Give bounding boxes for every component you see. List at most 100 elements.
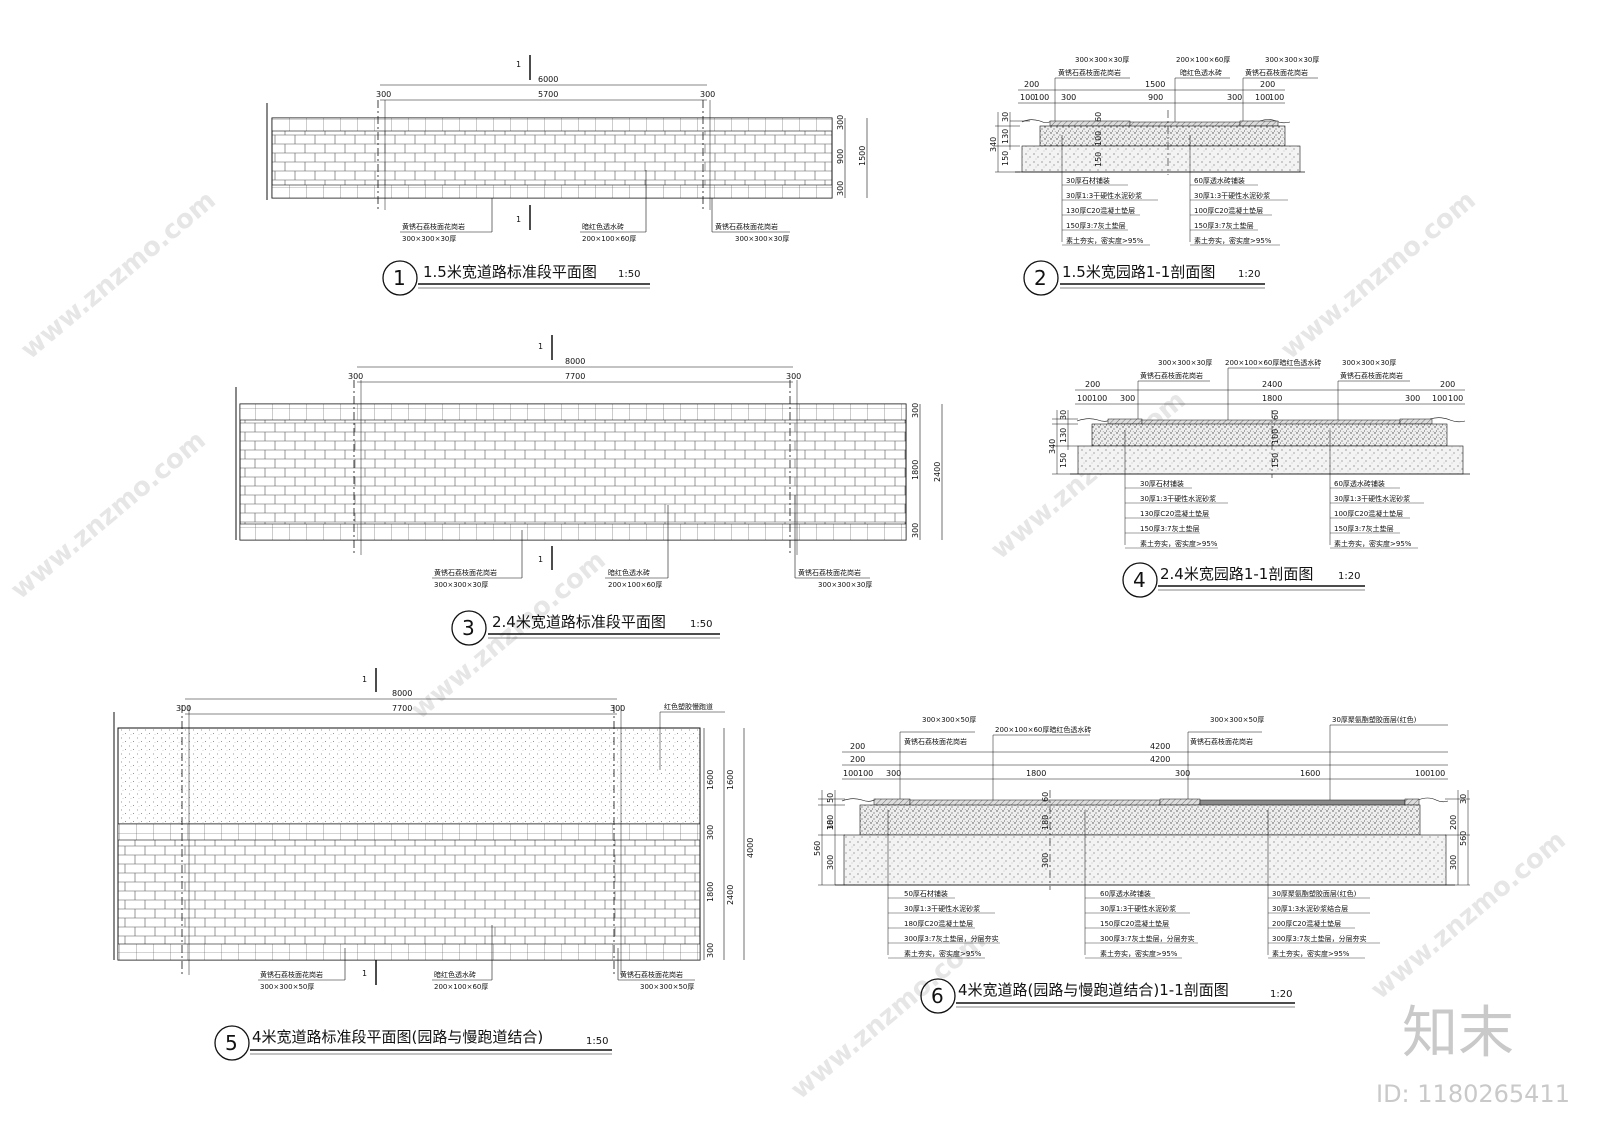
watermark-text: www.znzmo.com bbox=[985, 385, 1191, 565]
notes-right: 60厚透水砖铺装 30厚1:3干硬性水泥砂浆 100厚C20混凝土垫层 150厚… bbox=[1190, 176, 1288, 246]
dim-label: 1800 bbox=[706, 882, 715, 902]
top-label: 300×300×30厚 bbox=[1265, 56, 1319, 64]
watermark-text: www.znzmo.com bbox=[5, 425, 211, 605]
dim-label: 1500 bbox=[858, 146, 867, 166]
dim-label: 300 bbox=[911, 403, 920, 418]
dim-label: 8000 bbox=[565, 357, 585, 366]
top-label: 300×300×50厚 bbox=[1210, 716, 1264, 724]
layer-note: 素土夯实，密实度>95% bbox=[1272, 949, 1350, 958]
dim-label: 300 bbox=[786, 372, 801, 381]
drawing-number: 2 bbox=[1034, 266, 1047, 290]
dim-label: 300 bbox=[826, 855, 835, 870]
watermark-text: www.znzmo.com bbox=[1275, 185, 1481, 365]
layer-note: 30厚石材铺装 bbox=[1066, 176, 1110, 185]
dim-label: 300 bbox=[1120, 394, 1135, 403]
material-label: 黄锈石荔枝面花岗岩 bbox=[715, 222, 778, 231]
dim-label: 100 bbox=[1430, 769, 1445, 778]
dim-label: 100 bbox=[1255, 93, 1270, 102]
dim-label: 30 bbox=[1059, 410, 1068, 420]
layer-note: 300厚3:7灰土垫层，分层夯实 bbox=[904, 934, 999, 943]
section-mark-label: 1 bbox=[538, 342, 543, 351]
layer-note: 30厚1:3干硬性水泥砂浆 bbox=[1194, 191, 1270, 200]
dim-label: 300 bbox=[348, 372, 363, 381]
drawing-title: 1.5米宽园路1-1剖面图 bbox=[1062, 263, 1215, 281]
dim-label: 2400 bbox=[933, 462, 942, 482]
dim-label: 30 bbox=[1459, 794, 1468, 804]
layer-note: 30厚1:3干硬性水泥砂浆 bbox=[1334, 494, 1410, 503]
dim-label: 150 bbox=[1059, 453, 1068, 468]
layer-note: 200厚C20混凝土垫层 bbox=[1272, 919, 1341, 928]
dim-label: 300 bbox=[706, 825, 715, 840]
top-label: 黄锈石荔枝面花岗岩 bbox=[1190, 737, 1253, 746]
material-label: 300×300×30厚 bbox=[402, 235, 456, 243]
layer-note: 130厚C20混凝土垫层 bbox=[1066, 206, 1135, 215]
dim-label: 200 bbox=[1440, 380, 1455, 389]
dim-label: 1500 bbox=[1145, 80, 1165, 89]
top-label: 300×300×30厚 bbox=[1342, 359, 1396, 367]
dim-label: 1600 bbox=[1300, 769, 1320, 778]
material-label: 300×300×30厚 bbox=[434, 581, 488, 589]
dim-label: 200 bbox=[850, 742, 865, 751]
dim-label: 100 bbox=[858, 769, 873, 778]
notes-stone: 50厚石材铺装 30厚1:3干硬性水泥砂浆 180厚C20混凝土垫层 300厚3… bbox=[888, 889, 1000, 959]
section-2-4m: 300×300×30厚 黄锈石荔枝面花岗岩 200×100×60厚暗红色透水砖 … bbox=[1048, 358, 1470, 598]
top-label: 黄锈石荔枝面花岗岩 bbox=[1140, 371, 1203, 380]
layer-note: 60厚透水砖铺装 bbox=[1194, 176, 1245, 185]
material-label: 黄锈石荔枝面花岗岩 bbox=[620, 970, 683, 979]
layer-note: 素土夯实，密实度>95% bbox=[1334, 539, 1412, 548]
layer-note: 素土夯实，密实度>95% bbox=[1140, 539, 1218, 548]
material-label: 暗红色透水砖 bbox=[608, 568, 650, 577]
dim-label: 1800 bbox=[1026, 769, 1046, 778]
dim-label: 200 bbox=[1260, 80, 1275, 89]
layer-note: 180厚C20混凝土垫层 bbox=[904, 919, 973, 928]
dim-label: 180 bbox=[1041, 815, 1050, 830]
layer-note: 30厚石材铺装 bbox=[1140, 479, 1184, 488]
dim-label: 2400 bbox=[1262, 380, 1282, 389]
dim-label: 100 bbox=[1034, 93, 1049, 102]
dim-label: 100 bbox=[1271, 429, 1280, 444]
dim-label: 2400 bbox=[726, 885, 735, 905]
drawing-title: 4米宽道路标准段平面图(园路与慢跑道结合) bbox=[252, 1028, 543, 1046]
notes-right: 60厚透水砖铺装 30厚1:3干硬性水泥砂浆 100厚C20混凝土垫层 150厚… bbox=[1330, 479, 1424, 549]
layer-note: 100厚C20混凝土垫层 bbox=[1194, 206, 1263, 215]
section-mark-label: 1 bbox=[516, 60, 521, 69]
dim-label: 900 bbox=[836, 149, 845, 164]
material-label: 300×300×50厚 bbox=[260, 983, 314, 991]
dim-label: 5700 bbox=[538, 90, 558, 99]
dim-label: 100 bbox=[1415, 769, 1430, 778]
dim-label: 100 bbox=[1269, 93, 1284, 102]
dim-label: 4000 bbox=[746, 838, 755, 858]
layer-note: 30厚1:3干硬性水泥砂浆 bbox=[1140, 494, 1216, 503]
dim-label: 900 bbox=[1148, 93, 1163, 102]
layer-note: 30厚1:3水泥砂浆结合层 bbox=[1272, 904, 1348, 913]
dim-label: 200 bbox=[1085, 380, 1100, 389]
dim-label: 130 bbox=[1001, 129, 1010, 144]
notes-left: 30厚石材铺装 30厚1:3干硬性水泥砂浆 130厚C20混凝土垫层 150厚3… bbox=[1062, 176, 1158, 246]
material-label: 黄锈石荔枝面花岗岩 bbox=[402, 222, 465, 231]
dim-label: 200 bbox=[1024, 80, 1039, 89]
top-label: 30厚聚氨酯塑胶面层(红色) bbox=[1332, 715, 1417, 724]
layer-note: 300厚3:7灰土垫层，分层夯实 bbox=[1272, 934, 1367, 943]
material-label: 300×300×50厚 bbox=[640, 983, 694, 991]
layer-note: 150厚3:7灰土垫层 bbox=[1194, 221, 1254, 230]
layer-note: 素土夯实，密实度>95% bbox=[1100, 949, 1178, 958]
drawing-title: 2.4米宽道路标准段平面图 bbox=[492, 613, 666, 631]
watermark-text: www.znzmo.com bbox=[15, 185, 221, 365]
material-label: 200×100×60厚 bbox=[434, 983, 488, 991]
brand-logo: 知末 bbox=[1402, 1001, 1514, 1066]
dim-label: 300 bbox=[1061, 93, 1076, 102]
top-label: 300×300×30厚 bbox=[1075, 56, 1129, 64]
dim-label: 6000 bbox=[538, 75, 558, 84]
layer-note: 300厚3:7灰土垫层，分层夯实 bbox=[1100, 934, 1195, 943]
material-label: 暗红色透水砖 bbox=[582, 222, 624, 231]
dim-label: 150 bbox=[1271, 453, 1280, 468]
layer-note: 100厚C20混凝土垫层 bbox=[1334, 509, 1403, 518]
dim-label: 340 bbox=[989, 137, 998, 152]
dim-label: 1600 bbox=[726, 770, 735, 790]
dim-label: 100 bbox=[843, 769, 858, 778]
dim-label: 200 bbox=[1449, 815, 1458, 830]
dim-label: 340 bbox=[1048, 439, 1057, 454]
material-label: 暗红色透水砖 bbox=[434, 970, 476, 979]
dim-label: 1800 bbox=[911, 460, 920, 480]
